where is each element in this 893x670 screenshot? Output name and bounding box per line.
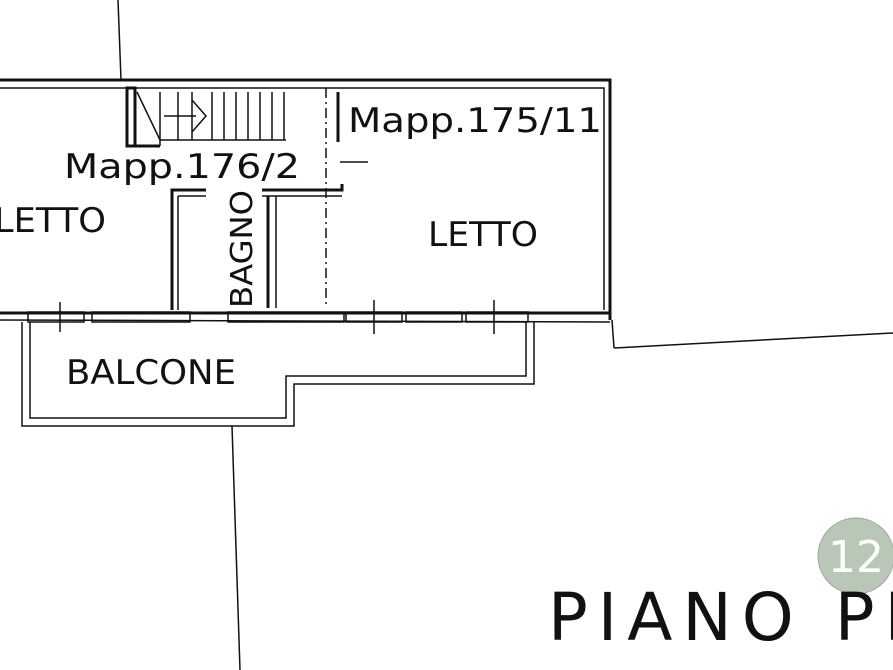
staircase [125, 86, 286, 148]
property-boundary-top [117, 0, 122, 81]
room-label-bagno: BAGNO [225, 190, 260, 308]
building-outline [0, 78, 893, 349]
room-label-balcone: BALCONE [66, 353, 236, 393]
balcony-outline [21, 322, 535, 427]
parcel-label-right: Mapp.175/11 [348, 101, 602, 141]
windows-south [27, 300, 529, 334]
room-label-letto-right: LETTO [428, 215, 538, 255]
page-number-text: 12 [828, 532, 884, 583]
parcel-label-left: Mapp.176/2 [64, 147, 300, 187]
bathroom-walls [170, 184, 344, 310]
room-label-letto-left: LETTO [0, 201, 106, 241]
floor-title: PIANO PR [548, 579, 893, 656]
property-boundary-bottom [231, 425, 241, 670]
page-number-badge: 12 [817, 517, 893, 595]
